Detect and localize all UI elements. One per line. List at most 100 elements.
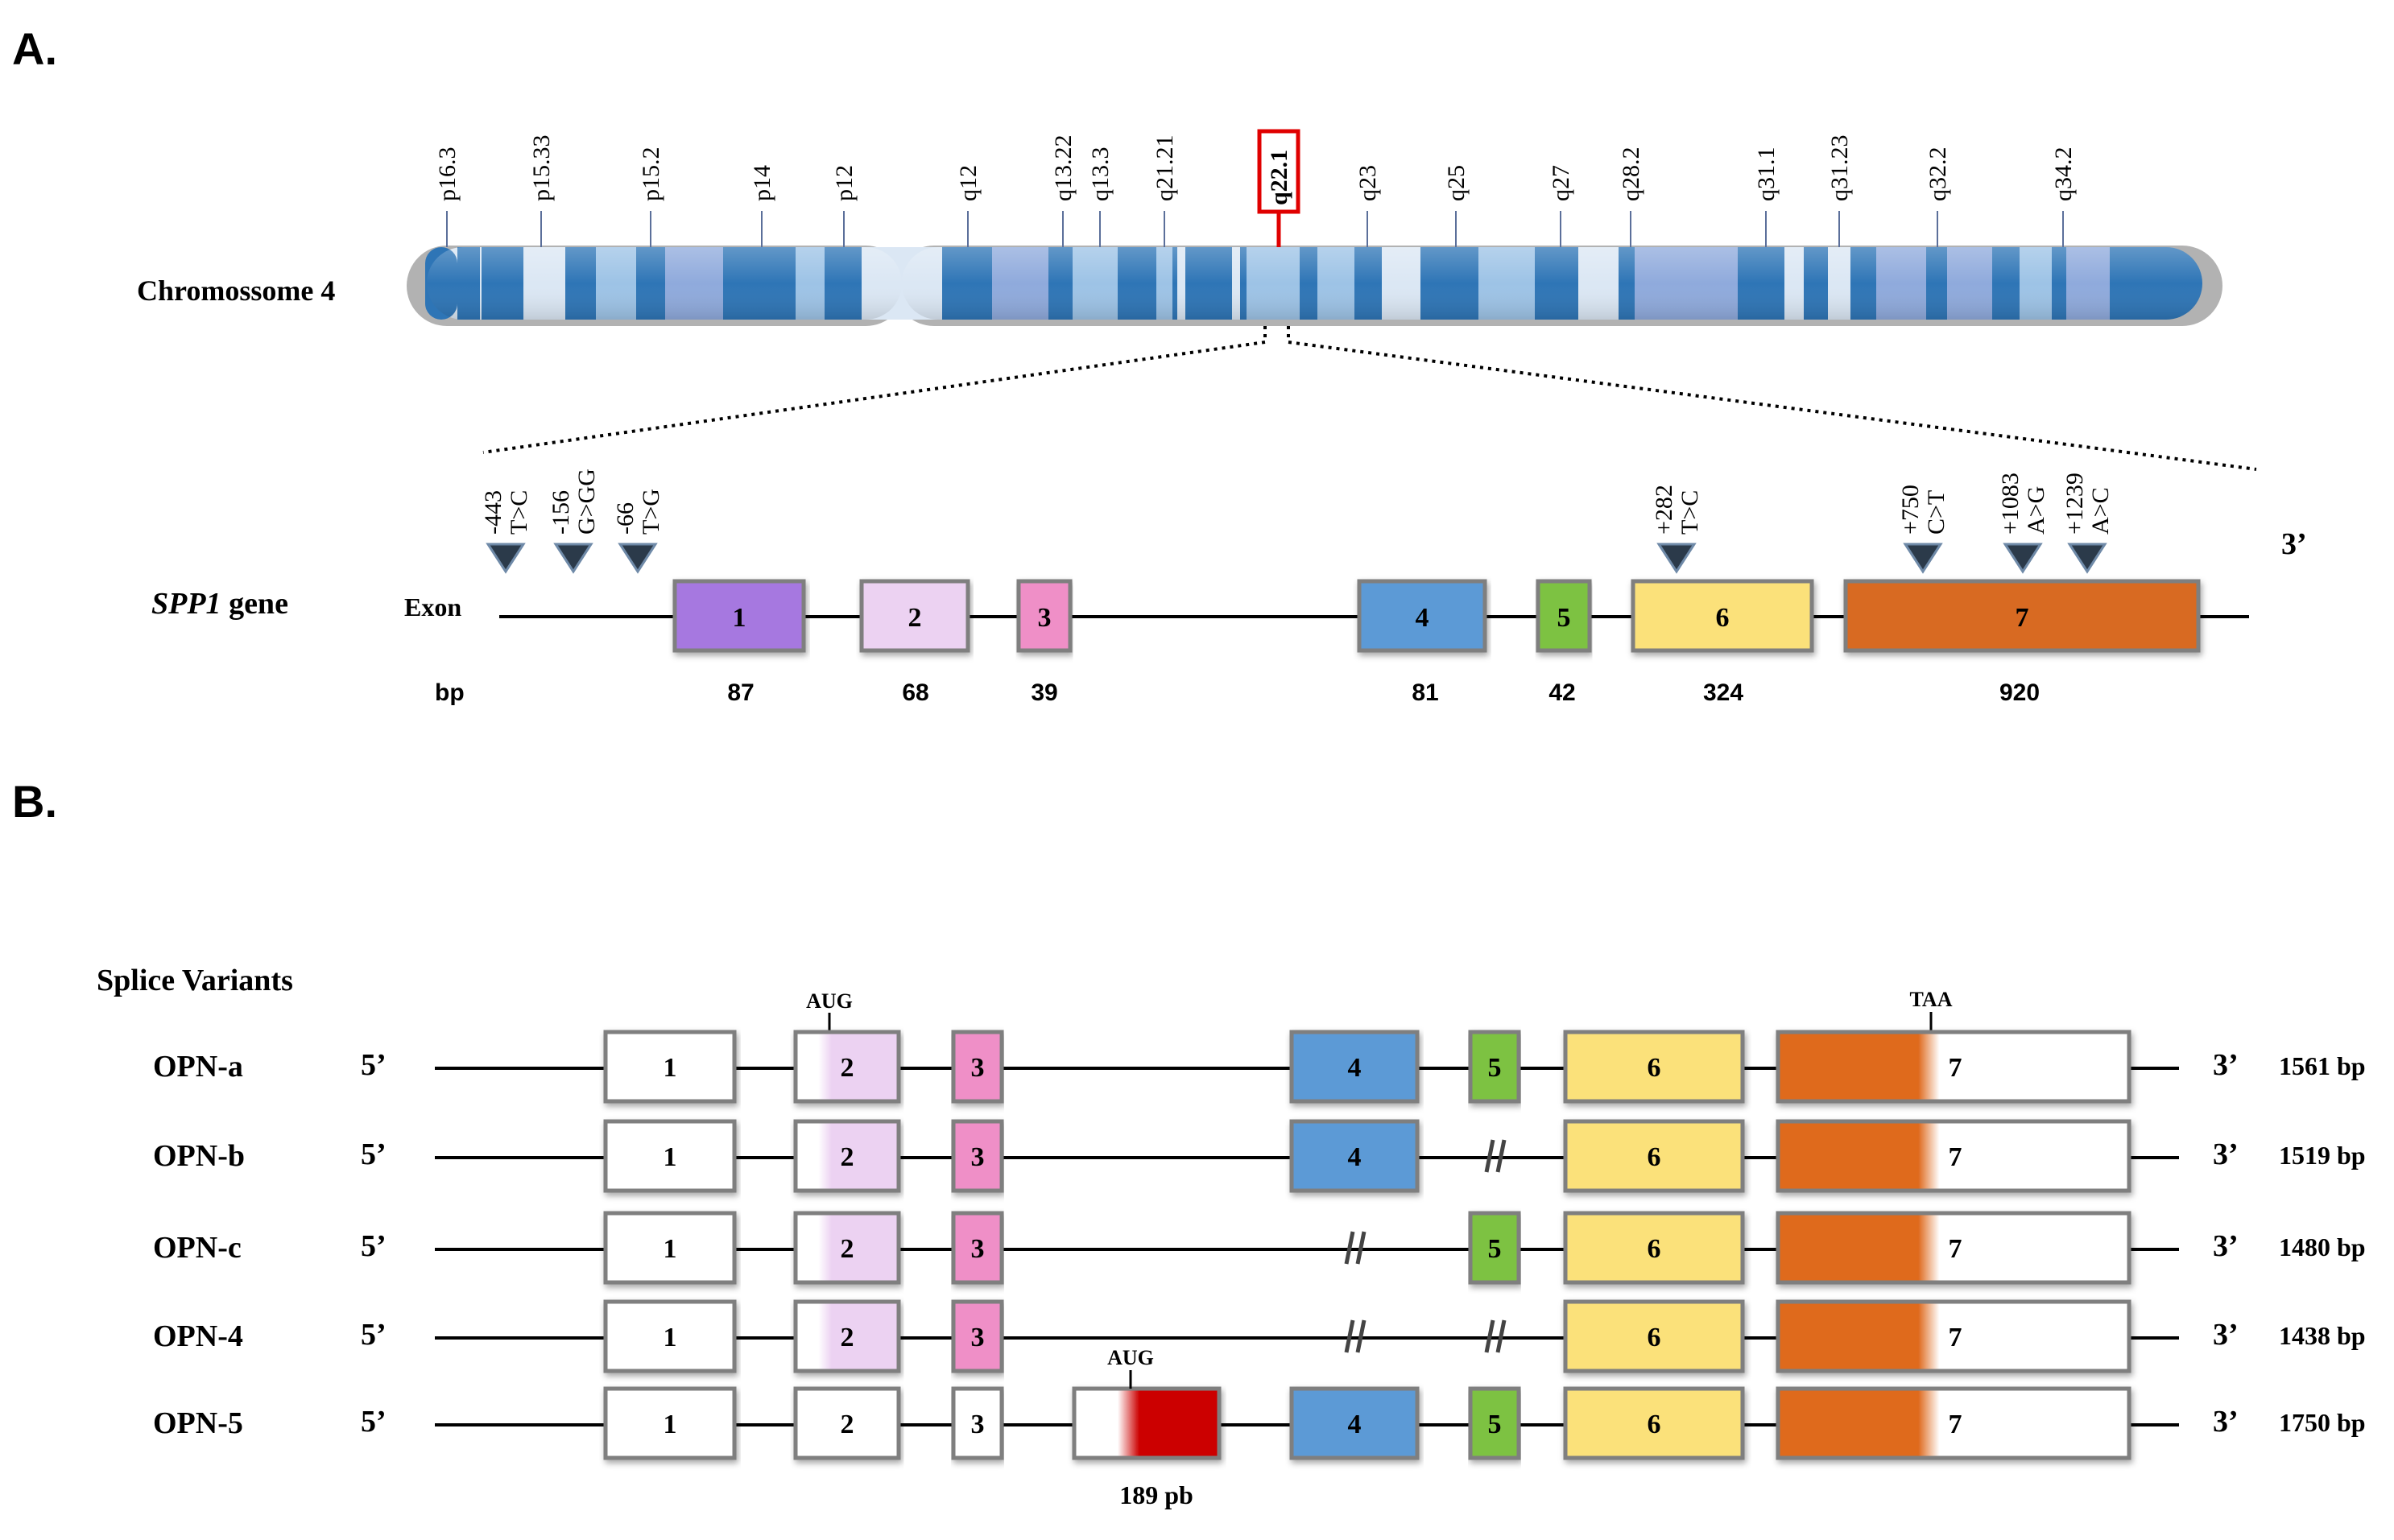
snp-change: A>C bbox=[2087, 487, 2114, 535]
variant-exon-5: 5 bbox=[1468, 1030, 1521, 1104]
band-p12: p12 bbox=[831, 165, 858, 247]
snp-position: +1239 bbox=[2061, 473, 2088, 535]
exon-number: 7 bbox=[1949, 1410, 1962, 1439]
variant-exon-2: 2 bbox=[793, 1386, 901, 1460]
band-label: p14 bbox=[749, 165, 775, 201]
triangle-icon bbox=[2067, 543, 2107, 574]
snp-position: +1083 bbox=[1997, 473, 2024, 535]
variant-length: 1561 bp bbox=[2279, 1051, 2366, 1080]
variant-length: 1750 bp bbox=[2279, 1408, 2366, 1437]
exon-number: 6 bbox=[1648, 1234, 1661, 1264]
three-prime-label: 3’ bbox=[2213, 1048, 2239, 1082]
variant-exon-1: 1 bbox=[603, 1211, 737, 1285]
band-label: q21.21 bbox=[1152, 135, 1178, 202]
panel-b-label: B. bbox=[12, 776, 57, 827]
band-label: q23 bbox=[1354, 165, 1381, 201]
variant-exon-6: 6 bbox=[1563, 1030, 1745, 1104]
variant-length: 1480 bp bbox=[2279, 1232, 2366, 1261]
exon-number: 7 bbox=[2016, 603, 2029, 633]
variant-exon-5: 5 bbox=[1468, 1211, 1521, 1285]
variant-exon-2: 2 bbox=[793, 1030, 901, 1104]
band-label: p12 bbox=[831, 165, 858, 201]
variant-exon-3: 3 bbox=[951, 1030, 1004, 1104]
exon-number: 2 bbox=[841, 1053, 854, 1083]
band-label: p16.3 bbox=[434, 147, 461, 202]
band-q21.21: q21.21 bbox=[1152, 135, 1178, 247]
exon-number: 6 bbox=[1648, 1142, 1661, 1172]
triangle-icon bbox=[1903, 543, 1943, 574]
exon-number: 6 bbox=[1648, 1410, 1661, 1439]
snp-position: +282 bbox=[1651, 485, 1677, 535]
exon-number: 2 bbox=[841, 1234, 854, 1264]
exon-number: 2 bbox=[841, 1410, 854, 1439]
snp-change: G>GG bbox=[573, 469, 600, 535]
variant-exon-1: 1 bbox=[603, 1030, 737, 1104]
band-label: q13.22 bbox=[1050, 135, 1077, 202]
variant-exon-6: 6 bbox=[1563, 1211, 1745, 1285]
band-p16.3: p16.3 bbox=[434, 147, 461, 247]
variant-exon-1: 1 bbox=[603, 1119, 737, 1193]
variant-exon-7: 7 bbox=[1776, 1119, 2131, 1193]
band-q22.1: q22.1 bbox=[1266, 150, 1292, 205]
bp-label: bp bbox=[435, 679, 465, 706]
exon-box bbox=[859, 579, 970, 653]
variant-name: OPN-5 bbox=[153, 1406, 243, 1440]
five-prime-label: 5’ bbox=[361, 1137, 387, 1171]
exon-number: 7 bbox=[1949, 1142, 1962, 1172]
exon-number: 7 bbox=[1949, 1323, 1962, 1352]
five-prime-label: 5’ bbox=[361, 1048, 387, 1082]
variant-name: OPN-4 bbox=[153, 1319, 243, 1353]
exon-label: Exon bbox=[404, 592, 461, 621]
variant-exon-4: 4 bbox=[1289, 1030, 1420, 1104]
aug-label-top: AUG bbox=[806, 989, 853, 1013]
variant-exon-1: 1 bbox=[603, 1386, 737, 1460]
variant-exon-4: 4 bbox=[1289, 1119, 1420, 1193]
exon-box bbox=[1357, 579, 1487, 653]
skipped-exon-icon bbox=[1484, 1139, 1507, 1173]
three-prime-label: 3’ bbox=[2213, 1405, 2239, 1439]
splice-title: Splice Variants bbox=[97, 964, 293, 997]
band-label: q31.23 bbox=[1826, 135, 1853, 202]
snp-change: T>C bbox=[506, 490, 532, 535]
exon-number: 4 bbox=[1348, 1142, 1362, 1172]
gene-exon-2: 268 bbox=[859, 579, 970, 706]
five-prime-label: 5’ bbox=[361, 1405, 387, 1439]
gene-label: SPP1 gene bbox=[151, 587, 288, 621]
exon-number: 1 bbox=[733, 603, 746, 633]
exon-bp: 42 bbox=[1548, 679, 1575, 706]
zoom-guides bbox=[482, 326, 2257, 471]
skipped-exon-icon bbox=[1344, 1231, 1367, 1265]
exon-number: 1 bbox=[664, 1323, 677, 1352]
band-label: q13.3 bbox=[1087, 147, 1114, 202]
exon-box bbox=[1016, 579, 1073, 653]
variant-exon-7: 7 bbox=[1776, 1299, 2131, 1373]
band-label: p15.33 bbox=[528, 135, 555, 202]
band-q23: q23 bbox=[1354, 165, 1381, 247]
variant-exon-6: 6 bbox=[1563, 1119, 1745, 1193]
variant-exon-3: 3 bbox=[951, 1211, 1004, 1285]
exon-number: 4 bbox=[1348, 1410, 1362, 1439]
band-label: q28.2 bbox=[1618, 147, 1644, 202]
variant-exon-7: 7 bbox=[1776, 1211, 2131, 1285]
exon-number: 2 bbox=[908, 603, 922, 633]
triangle-icon bbox=[618, 543, 658, 574]
gene-suffix: gene bbox=[221, 587, 288, 621]
exon-number: 2 bbox=[841, 1323, 854, 1352]
band-label: q32.2 bbox=[1925, 147, 1951, 202]
exon-bp: 39 bbox=[1031, 679, 1057, 706]
triangle-icon bbox=[2003, 543, 2043, 574]
gene-exon-5: 542 bbox=[1536, 579, 1592, 706]
snp-position: -443 bbox=[480, 490, 507, 535]
three-prime-label: 3’ bbox=[2213, 1137, 2239, 1171]
snp-change: C>T bbox=[1923, 490, 1950, 535]
exon-box bbox=[1536, 579, 1592, 653]
